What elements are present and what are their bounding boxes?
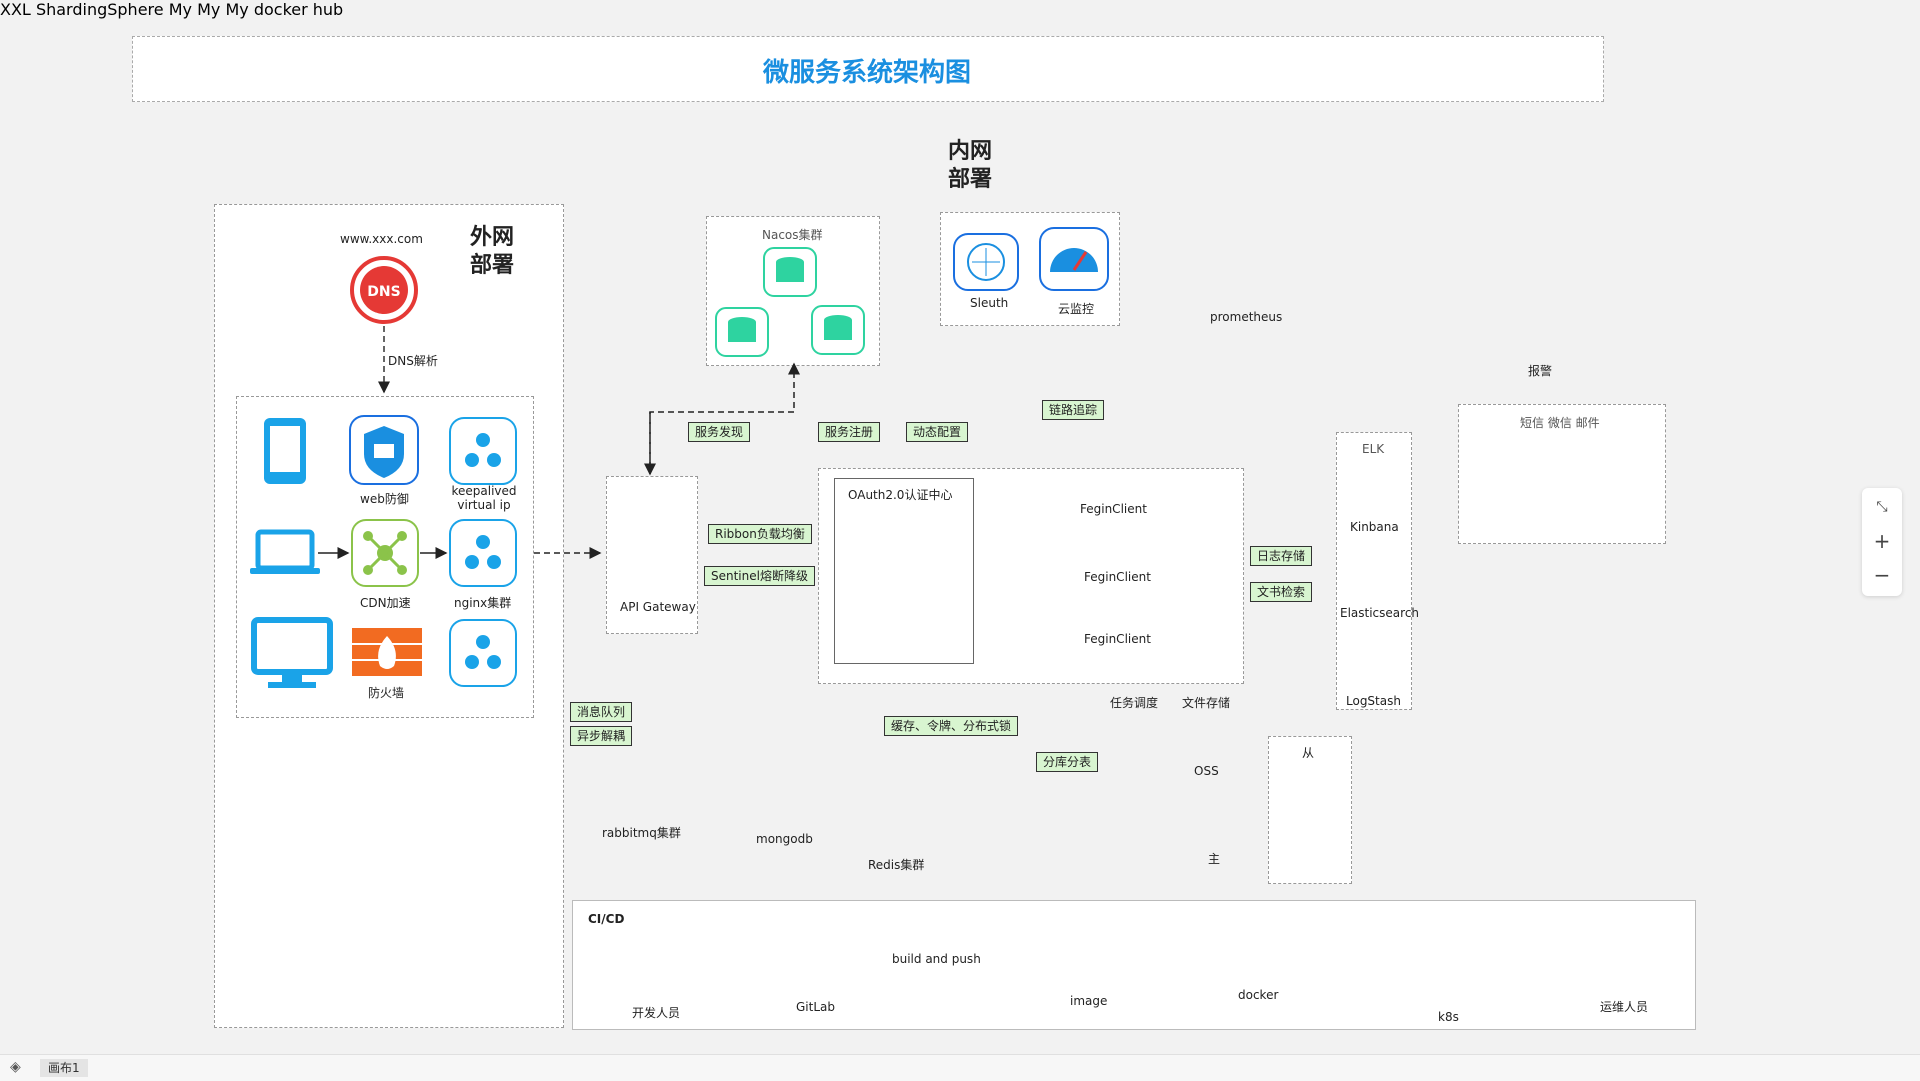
sentinel-tag: Sentinel熔断降级 <box>704 566 815 586</box>
layers-icon[interactable]: ◈ <box>10 1059 21 1075</box>
firewall-icon <box>352 628 422 676</box>
gateway-label: API Gateway <box>620 600 696 614</box>
k8s-label: k8s <box>1438 1010 1459 1024</box>
slave-label: 从 <box>1302 746 1315 760</box>
fegin-label-1: FeginClient <box>1080 502 1147 516</box>
mongodb-label: mongodb <box>756 832 813 846</box>
sharding-tag: 分库分表 <box>1036 752 1099 772</box>
cdn-label: CDN加速 <box>360 596 411 610</box>
bottom-bar: ◈ 画布1 <box>0 1054 1920 1081</box>
prometheus-label: prometheus <box>1210 310 1283 324</box>
sleuth-icon <box>953 233 1019 291</box>
gitlab-label: GitLab <box>796 1000 835 1014</box>
mysql-master-icon: My <box>168 0 192 19</box>
gateway-box <box>606 476 698 634</box>
task-schedule-label: 任务调度 <box>1110 696 1159 710</box>
desktop-icon <box>251 617 333 688</box>
ops-label: 运维人员 <box>1600 1000 1649 1014</box>
nginx-node-icon <box>449 619 517 687</box>
nginx-label: nginx集群 <box>454 596 512 610</box>
elk-box <box>1336 432 1412 710</box>
dns-arrow-label: DNS解析 <box>388 354 438 368</box>
auth-center-box <box>834 478 974 664</box>
mysql-slave-icon-2: My <box>225 0 249 19</box>
master-label: 主 <box>1208 852 1221 866</box>
internal-zone-label: 内网 部署 <box>948 139 993 192</box>
service-discovery-tag: 服务发现 <box>688 422 751 442</box>
laptop-icon <box>250 529 320 574</box>
cicd-box <box>572 900 1696 1030</box>
service-register-tag: 服务注册 <box>818 422 881 442</box>
auth-center-title: OAuth2.0认证中心 <box>848 488 953 502</box>
nacos-db-icon <box>715 247 865 357</box>
nacos-title: Nacos集群 <box>762 228 823 242</box>
svg-text:DNS: DNS <box>367 284 400 300</box>
dockerhub-logo: docker hub <box>253 0 344 19</box>
redis-label: Redis集群 <box>868 858 925 872</box>
kibana-label: Kinbana <box>1350 520 1399 534</box>
external-zone-label: 外网 部署 <box>470 225 515 278</box>
dns-icon: DNS <box>350 256 418 324</box>
mq-tag: 消息队列 <box>570 702 633 722</box>
web-defense-label: web防御 <box>360 492 409 506</box>
mysql-slave-icon-1: My <box>197 0 221 19</box>
nginx-icon <box>449 519 517 587</box>
ribbon-tag: Ribbon负载均衡 <box>708 524 812 544</box>
firewall-label: 防火墙 <box>368 686 405 700</box>
keepalived-icon <box>449 417 517 485</box>
cloud-monitor-label: 云监控 <box>1058 302 1095 316</box>
fegin-label-2: FeginClient <box>1084 570 1151 584</box>
dynamic-config-tag: 动态配置 <box>906 422 969 442</box>
dns-domain: www.xxx.com <box>340 232 423 246</box>
notify-box <box>1458 404 1666 544</box>
trace-tag: 链路追踪 <box>1042 400 1105 420</box>
zoom-in-icon[interactable]: + <box>1873 529 1891 553</box>
docker-label: docker <box>1238 988 1279 1002</box>
zoom-out-icon[interactable]: − <box>1873 563 1891 587</box>
rabbitmq-label: rabbitmq集群 <box>602 826 681 840</box>
oss-label: OSS <box>1194 764 1219 778</box>
diagram-title: 微服务系统架构图 <box>762 58 971 88</box>
alert-label: 报警 <box>1528 362 1553 379</box>
web-defense-icon <box>349 415 419 485</box>
fit-screen-icon[interactable]: ⤡ <box>1876 499 1888 515</box>
doc-search-tag: 文书检索 <box>1250 582 1313 602</box>
logstash-label: LogStash <box>1346 694 1401 708</box>
notify-title: 短信 微信 邮件 <box>1520 416 1600 430</box>
slave-db-box <box>1268 736 1352 884</box>
zoom-controls: ⤡ + − <box>1862 488 1902 596</box>
log-store-tag: 日志存储 <box>1250 546 1313 566</box>
cicd-title: CI/CD <box>588 912 625 926</box>
title-box <box>132 36 1604 102</box>
keepalived-label: keepalived virtual ip <box>451 484 517 512</box>
xxl-job-icon: XXL <box>0 0 31 19</box>
cache-tag: 缓存、令牌、分布式锁 <box>884 716 1019 736</box>
phone-icon <box>264 418 306 484</box>
shardingsphere-logo: ShardingSphere <box>35 0 164 19</box>
canvas-tab[interactable]: 画布1 <box>40 1059 88 1077</box>
fegin-label-3: FeginClient <box>1084 632 1151 646</box>
elk-title: ELK <box>1362 442 1385 456</box>
build-push-label: build and push <box>892 952 981 966</box>
cloud-monitor-icon <box>1039 227 1109 291</box>
file-store-label: 文件存储 <box>1182 696 1231 710</box>
elasticsearch-label: Elasticsearch <box>1340 606 1420 620</box>
image-label: image <box>1070 994 1108 1008</box>
cdn-icon <box>351 519 419 587</box>
async-tag: 异步解耦 <box>570 726 633 746</box>
sleuth-label: Sleuth <box>970 296 1009 310</box>
developer-label: 开发人员 <box>632 1006 681 1020</box>
